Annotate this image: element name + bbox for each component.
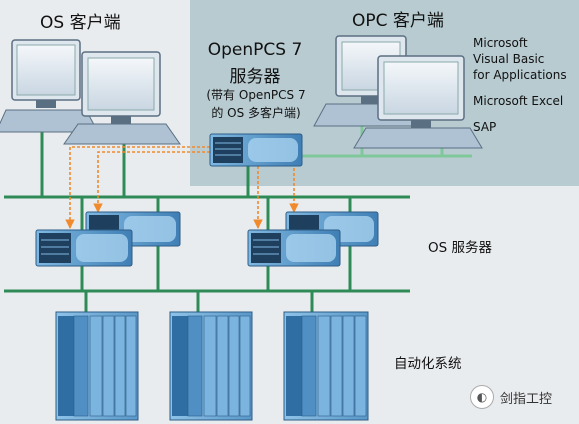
os-client-computer-1: [0, 39, 99, 133]
openpcs-server-unit: [209, 133, 303, 167]
os-client-computer-2: [63, 51, 181, 145]
opc-app-vba-line-1: Microsoft: [473, 36, 528, 50]
opc-app-excel: Microsoft Excel: [473, 94, 564, 108]
automation-rack-1: [55, 311, 139, 421]
automation-rack-2: [169, 311, 253, 421]
watermark-text: 剑指工控: [500, 391, 553, 407]
openpcs-title: OpenPCS 7: [207, 40, 303, 60]
opc-app-vba-line-3: for Applications: [473, 68, 567, 82]
os-server-left-back: [85, 211, 181, 247]
openpcs-note-line-2: 的 OS 多客户端): [211, 106, 301, 120]
os-server-left-front: [35, 229, 133, 267]
watermark: ◐ 剑指工控: [470, 384, 552, 410]
os-server-right-front: [247, 229, 341, 267]
opc-app-sap: SAP: [473, 120, 497, 134]
openpcs-note-line-1: (带有 OpenPCS 7: [206, 88, 306, 102]
opc-client-computer-2: [353, 55, 483, 149]
automation-system-label: 自动化系统: [394, 356, 462, 372]
openpcs-server-label: 服务器: [229, 67, 281, 87]
opc-client-label: OPC 客户端: [352, 11, 444, 31]
automation-rack-3: [283, 311, 369, 421]
data-arrow-left-b: [93, 151, 215, 213]
wechat-icon: ◐: [470, 385, 494, 409]
os-client-label: OS 客户端: [40, 13, 121, 33]
opc-app-vba-line-2: Visual Basic: [473, 52, 545, 66]
os-server-label: OS 服务器: [428, 240, 492, 256]
data-arrow-left-a: [65, 146, 215, 229]
